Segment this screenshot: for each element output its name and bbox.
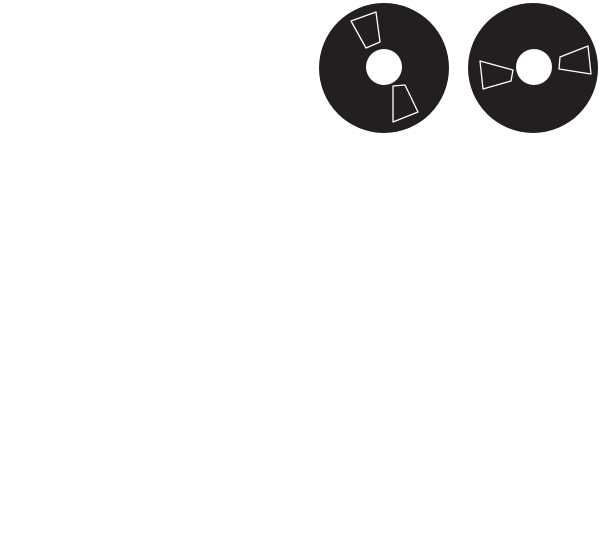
tape-reel-left <box>318 2 450 134</box>
tape-reel-right <box>467 2 599 134</box>
reel-window-top <box>350 11 381 49</box>
tape-reel-icon <box>468 3 598 133</box>
reel-window-left <box>479 60 514 90</box>
reel-window-right <box>558 45 592 75</box>
tape-reel-icon <box>319 3 449 133</box>
reel-hub <box>516 49 552 85</box>
reel-hub <box>366 49 402 85</box>
reel-window-bottom <box>392 84 419 123</box>
